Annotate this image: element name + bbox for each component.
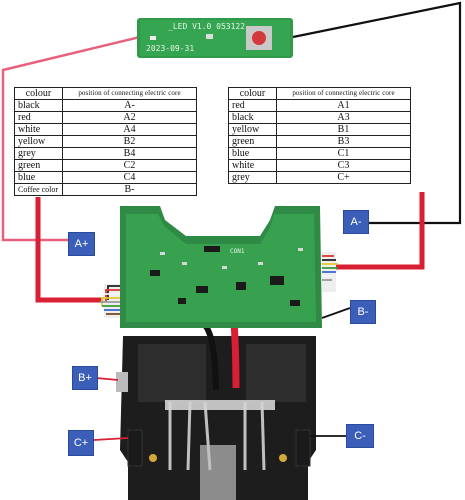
colour-cell: red — [14, 111, 63, 124]
table-header-row: colour position of connecting electric c… — [14, 87, 197, 100]
colour-cell: yellow — [14, 135, 63, 148]
left-red-wire — [35, 197, 112, 303]
colour-cell: grey — [14, 147, 63, 160]
c-minus-label: C- — [346, 424, 374, 448]
position-cell: C2 — [62, 159, 197, 172]
position-cell: A4 — [62, 123, 197, 136]
led-board-date: 2023-09-31 — [146, 44, 195, 53]
position-cell: C1 — [276, 147, 411, 160]
colour-header: colour — [228, 87, 277, 100]
colour-header: colour — [14, 87, 63, 100]
position-header: position of connecting electric core — [276, 87, 411, 100]
position-cell: C4 — [62, 171, 197, 184]
colour-cell: green — [14, 159, 63, 172]
right-ribbon-wires — [322, 255, 338, 281]
colour-cell: grey — [228, 171, 277, 184]
right-red-wire — [325, 192, 425, 270]
led-board — [137, 18, 293, 58]
colour-cell: red — [228, 99, 277, 112]
colour-cell: Coffee color — [14, 183, 63, 196]
main-board-silk: CON1 — [230, 248, 245, 255]
colour-cell: blue — [14, 171, 63, 184]
b-plus-wire — [95, 377, 119, 381]
position-cell: B2 — [62, 135, 197, 148]
colour-cell: green — [228, 135, 277, 148]
right-colour-table: colour position of connecting electric c… — [228, 87, 411, 184]
terminal-housing — [116, 336, 316, 500]
colour-cell: black — [228, 111, 277, 124]
b-minus-label: B- — [350, 300, 376, 324]
led-black-wire — [292, 1, 462, 225]
left-ribbon-wires — [100, 285, 120, 315]
position-cell: C3 — [276, 159, 411, 172]
main-board — [104, 206, 336, 328]
colour-cell: blue — [228, 147, 277, 160]
position-cell: A3 — [276, 111, 411, 124]
colour-cell: yellow — [228, 123, 277, 136]
colour-cell: white — [228, 159, 277, 172]
a-minus-label: A- — [343, 210, 369, 234]
led-board-label: _LED V1.0 053122 — [168, 22, 246, 31]
position-cell: C+ — [276, 171, 411, 184]
c-plus-label: C+ — [68, 430, 94, 456]
b-plus-label: B+ — [72, 366, 98, 390]
position-header: position of connecting electric core — [62, 87, 197, 100]
position-cell: B3 — [276, 135, 411, 148]
left-colour-table: colour position of connecting electric c… — [14, 87, 197, 196]
b-minus-wire — [321, 307, 351, 319]
colour-cell: black — [14, 99, 63, 112]
position-cell: A- — [62, 99, 197, 112]
position-cell: B- — [62, 183, 197, 196]
position-cell: B1 — [276, 123, 411, 136]
c-plus-wire — [93, 437, 129, 441]
table-header-row: colour position of connecting electric c… — [228, 87, 411, 100]
a-plus-label: A+ — [68, 232, 95, 256]
position-cell: B4 — [62, 147, 197, 160]
colour-cell: white — [14, 123, 63, 136]
position-cell: A1 — [276, 99, 411, 112]
position-cell: A2 — [62, 111, 197, 124]
